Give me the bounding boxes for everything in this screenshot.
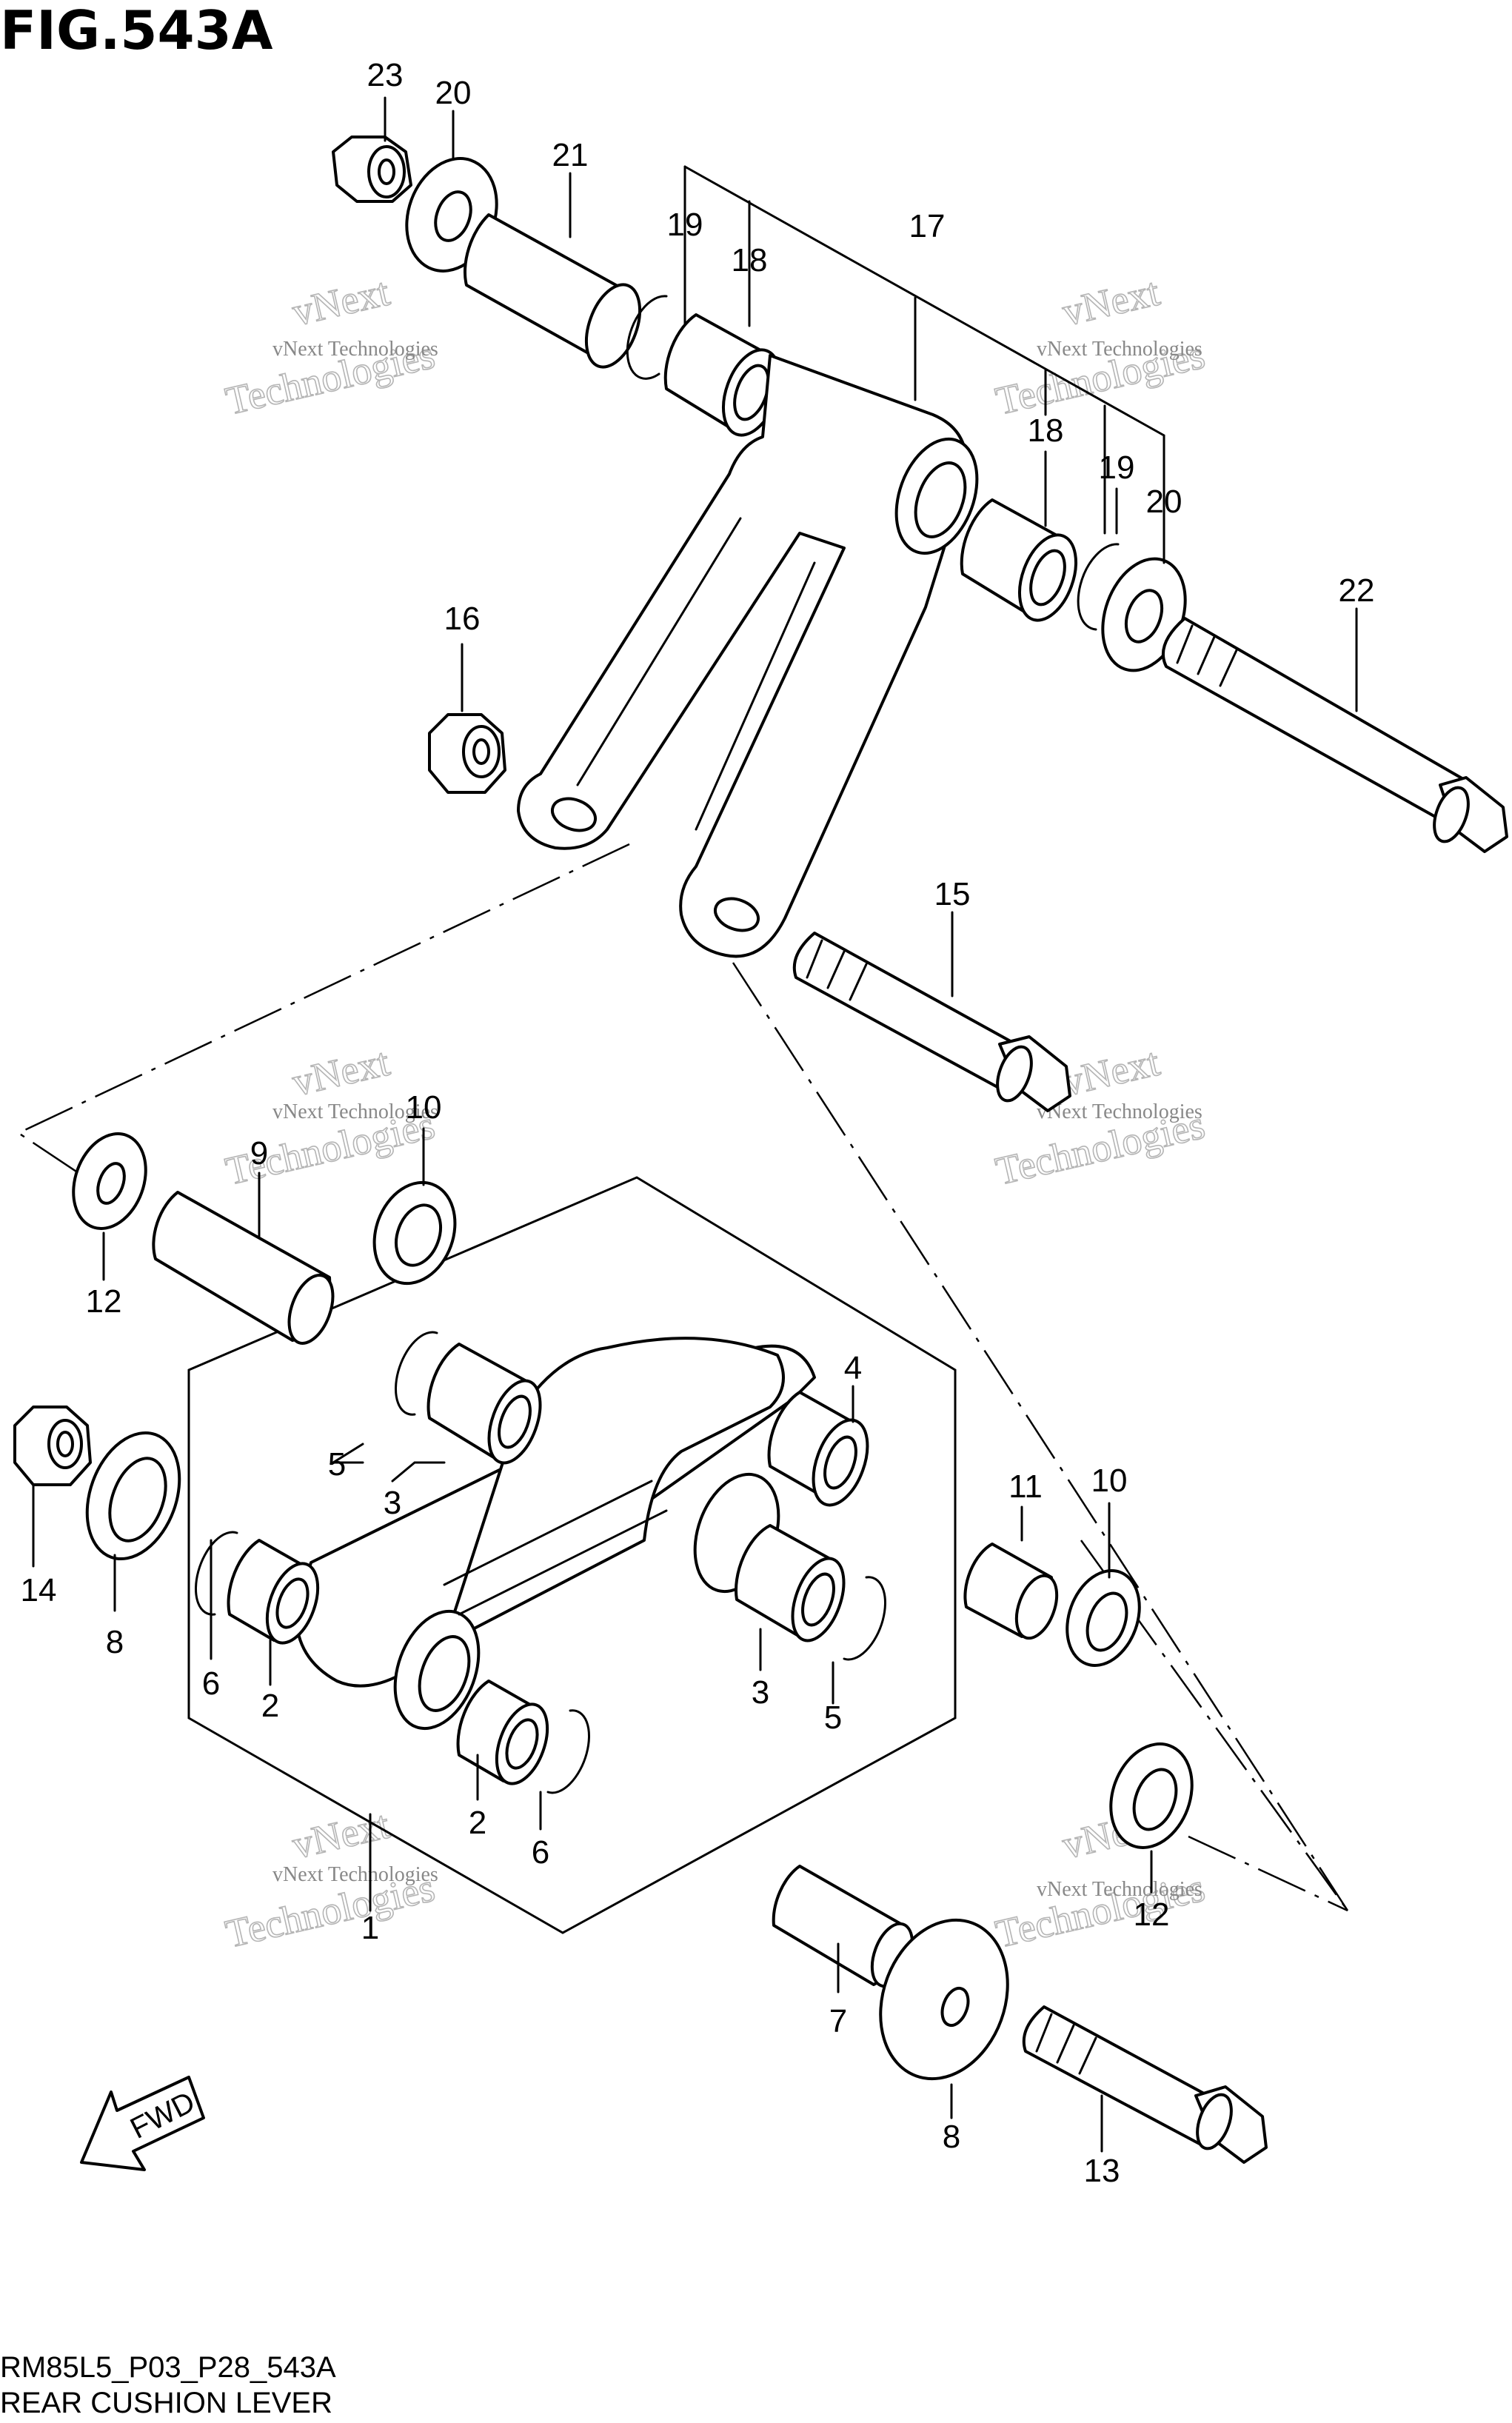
watermark-text: vNext Technologies [1037, 1878, 1202, 1901]
part-8-collar-left [85, 1431, 181, 1561]
callout-6: 6 [202, 1665, 220, 1702]
callout-8: 8 [106, 1624, 124, 1660]
callout-10: 10 [1091, 1463, 1128, 1499]
part-22-bolt [1161, 617, 1508, 853]
part-10-oil-seal-right [1066, 1569, 1141, 1667]
diagram-name: REAR CUSHION LEVER [0, 2387, 332, 2419]
callout-4: 4 [844, 1350, 862, 1386]
part-17-cushion-lever [517, 354, 979, 958]
callout-17: 17 [909, 208, 946, 244]
figure-title: FIG.543A [0, 0, 273, 61]
callout-7: 7 [829, 2003, 847, 2039]
callout-15: 15 [934, 876, 971, 912]
part-12-washer-left [72, 1132, 147, 1230]
part-19-circlip-right [1077, 543, 1120, 631]
watermark-brand-text: vNext [288, 1040, 393, 1105]
callout-12: 12 [1134, 1896, 1170, 1933]
part-21-sleeve [463, 213, 642, 369]
part-11-spacer [963, 1543, 1059, 1640]
watermark-text: vNext Technologies [272, 1100, 438, 1123]
watermark-text: vNext Technologies [272, 1863, 438, 1886]
leader-lines [32, 96, 1358, 2153]
part-16-flange-nut [428, 713, 506, 794]
callout-2: 2 [469, 1805, 486, 1841]
part-6-circlip-left [194, 1531, 238, 1616]
part-5-circlip-upper [394, 1331, 438, 1416]
part-8-washer-bottom [879, 1918, 1009, 2081]
part-13-bolt [1022, 2005, 1268, 2164]
part-5-circlip-lower [843, 1576, 887, 1661]
part-14-flange-nut [13, 1406, 92, 1486]
callout-3: 3 [752, 1674, 769, 1711]
part-9-spacer [152, 1191, 335, 1345]
part-3-bearing-lower [735, 1524, 846, 1642]
callout-5: 5 [824, 1700, 842, 1736]
callout-16: 16 [444, 601, 481, 637]
watermark-brand-text: vNext [288, 270, 393, 335]
callout-13: 13 [1084, 2153, 1120, 2189]
guide-lines [16, 843, 1349, 1934]
callout-9: 9 [250, 1135, 268, 1172]
callout-21: 21 [552, 137, 589, 173]
watermark-top-left: vNext Technologies vNext Technologies [221, 269, 439, 424]
callout-19: 19 [667, 207, 703, 243]
part-4-bearing [767, 1391, 869, 1507]
watermark-text: vNext Technologies [1037, 1100, 1202, 1123]
part-10-oil-seal-left [372, 1180, 457, 1286]
callout-11: 11 [1008, 1468, 1043, 1505]
callout-18: 18 [732, 242, 768, 278]
callout-20: 20 [435, 75, 472, 111]
callout-3: 3 [384, 1485, 401, 1521]
part-6-circlip-lower [546, 1709, 591, 1794]
part-2-bearing-lower [456, 1680, 549, 1785]
part-19-circlip-left [626, 295, 668, 380]
part-15-bolt [792, 932, 1071, 1112]
callout-10: 10 [406, 1089, 442, 1126]
watermark-text: vNext Technologies [272, 338, 438, 361]
part-18-needle-bearing-right [960, 498, 1077, 622]
callout-2: 2 [261, 1688, 279, 1724]
part-1-cushion-rod [295, 1337, 816, 1731]
lower-assembly-box [187, 1176, 957, 1934]
watermark-brand-text: vNext [288, 1802, 393, 1868]
watermark-bottom-left: vNext Technologies vNext Technologies [221, 1802, 439, 1957]
watermark-brand-text: vNext [1058, 1040, 1163, 1105]
part-12-washer-right [1109, 1742, 1194, 1849]
callout-20: 20 [1146, 484, 1182, 520]
callout-19: 19 [1099, 449, 1135, 486]
callout-12: 12 [86, 1283, 122, 1320]
callout-22: 22 [1339, 572, 1375, 609]
callout-18: 18 [1028, 412, 1064, 449]
part-23-flange-nut [332, 136, 412, 203]
callout-5: 5 [328, 1446, 346, 1483]
callout-1: 1 [361, 1910, 379, 1946]
part-3-bearing-upper [426, 1343, 542, 1465]
callout-23: 23 [367, 57, 404, 93]
callout-14: 14 [21, 1572, 57, 1608]
model-code: RM85L5_P03_P28_543A [0, 2351, 336, 2384]
watermark-text: vNext Technologies [1037, 338, 1202, 361]
forward-direction-arrow: FWD [80, 2076, 205, 2171]
callout-8: 8 [943, 2119, 960, 2155]
watermark-middle-left: vNext Technologies vNext Technologies [221, 1039, 439, 1194]
watermark-brand-text: vNext [1058, 270, 1163, 335]
callout-6: 6 [532, 1834, 549, 1871]
part-2-bearing-left [227, 1539, 320, 1645]
callout-numbers: 23 20 21 19 18 17 18 19 20 22 16 15 10 9… [21, 57, 1375, 2189]
